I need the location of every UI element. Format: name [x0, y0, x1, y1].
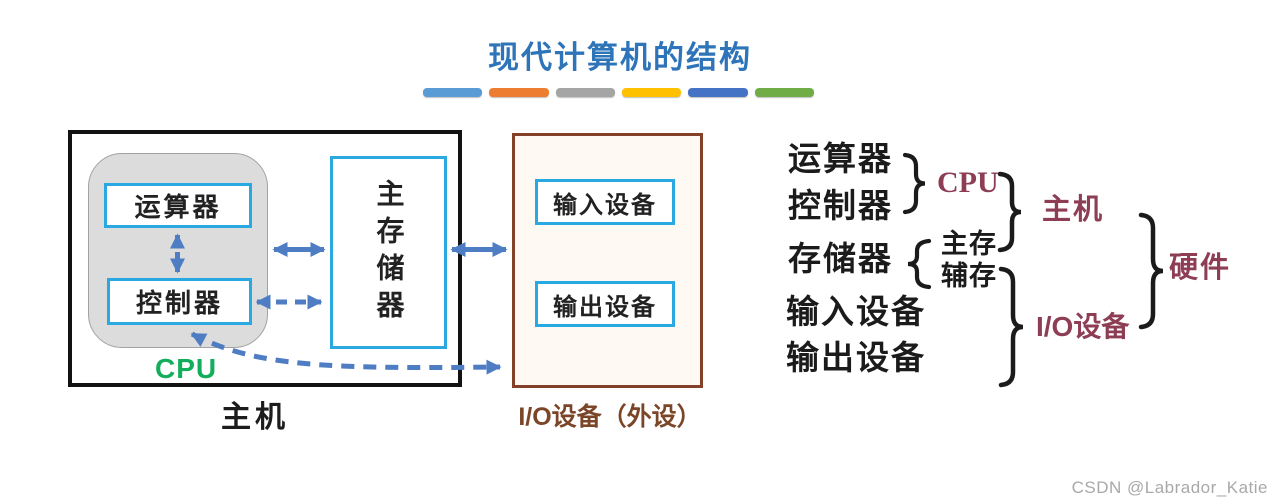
divider-bar-gray	[555, 88, 615, 97]
io-caption: I/O设备（外设）	[518, 403, 702, 431]
divider-bar-darkblue	[688, 88, 748, 97]
divider-bar-blue	[423, 88, 483, 97]
hierarchy-main-mem-label: 主存	[941, 229, 997, 259]
control-unit-box: 控制器	[107, 278, 252, 325]
hierarchy-hardware-label: 硬件	[1169, 252, 1232, 284]
input-device-label: 输入设备	[553, 191, 657, 219]
hierarchy-host-label: 主机	[1042, 194, 1105, 226]
alu-label: 运算器	[134, 192, 222, 222]
alu-box: 运算器	[104, 183, 252, 228]
io-outer-box	[512, 133, 703, 388]
hierarchy-item-input: 输入设备	[786, 293, 926, 330]
hierarchy-aux-mem-label: 辅存	[941, 261, 997, 291]
control-unit-label: 控制器	[135, 288, 223, 318]
host-caption: 主机	[221, 401, 289, 434]
divider-bar-gold	[621, 88, 682, 97]
brace-io	[998, 266, 1024, 388]
cpu-caption: CPU	[155, 353, 218, 384]
hierarchy-io-label: I/O设备	[1036, 311, 1130, 342]
hierarchy-item-output: 输出设备	[786, 339, 926, 376]
divider-bar-orange	[489, 88, 549, 97]
main-memory-box: 主存储器	[330, 156, 447, 349]
hierarchy-item-storage: 存储器	[788, 240, 893, 277]
title-divider-bars	[423, 88, 814, 97]
hierarchy-item-alu: 运算器	[788, 140, 893, 177]
output-device-label: 输出设备	[553, 293, 657, 321]
main-memory-label: 主存储器	[373, 178, 405, 327]
hierarchy-item-cu: 控制器	[788, 187, 893, 224]
brace-storage	[907, 238, 932, 290]
brace-hardware	[1138, 212, 1164, 330]
brace-cpu	[902, 152, 926, 215]
divider-bar-green	[754, 88, 814, 97]
hierarchy-cpu-label: CPU	[937, 166, 999, 199]
output-device-box: 输出设备	[535, 281, 675, 327]
page-title: 现代计算机的结构	[488, 40, 752, 75]
brace-host	[997, 171, 1022, 253]
csdn-watermark: CSDN @Labrador_Katie	[1071, 478, 1268, 497]
input-device-box: 输入设备	[535, 179, 675, 225]
